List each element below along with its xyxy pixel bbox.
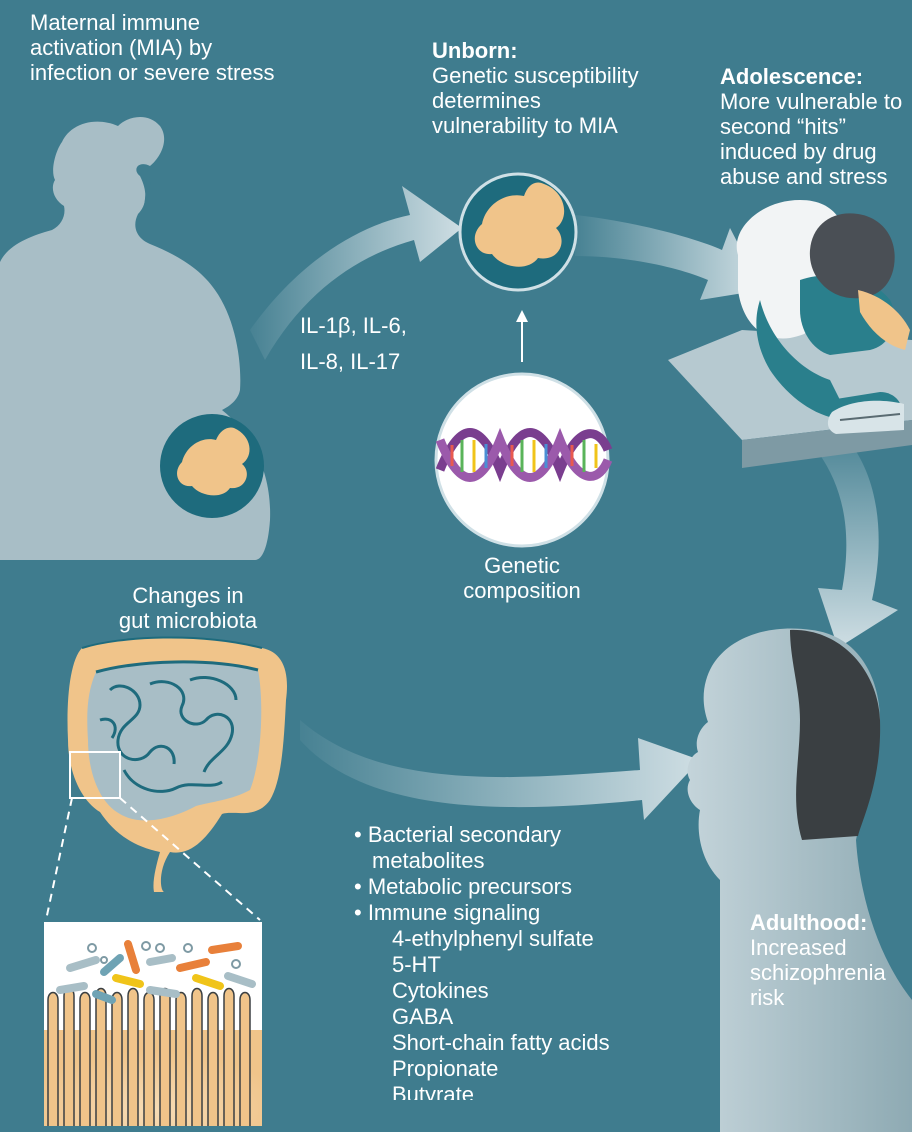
adolescence-line-4: abuse and stress bbox=[720, 164, 902, 189]
unborn-line-2: determines bbox=[432, 88, 639, 113]
unborn-title: Unborn: bbox=[432, 38, 639, 63]
gut-line-1: Changes in bbox=[88, 583, 288, 608]
cytokines-line-1: IL-1β, IL-6, bbox=[300, 308, 407, 344]
arrow-gut-to-adulthood bbox=[300, 720, 700, 820]
maternal-line-3: infection or severe stress bbox=[30, 60, 275, 85]
adolescence-label: Adolescence: More vulnerable to second “… bbox=[720, 64, 902, 189]
dna-circle bbox=[436, 374, 608, 546]
mechanism-item: Cytokines bbox=[354, 978, 610, 1004]
mechanism-item: GABA bbox=[354, 1004, 610, 1030]
genetic-to-unborn-arrow bbox=[516, 310, 528, 362]
mechanism-item: Short-chain fatty acids bbox=[354, 1030, 610, 1056]
adulthood-line-1: Increased bbox=[750, 935, 886, 960]
mechanism-bullet: • Bacterial secondary bbox=[354, 822, 610, 848]
unborn-line-3: vulnerability to MIA bbox=[432, 113, 639, 138]
maternal-activation-label: Maternal immune activation (MIA) by infe… bbox=[30, 10, 275, 85]
mechanism-item: Butyrate bbox=[354, 1082, 610, 1100]
adolescence-line-2: second “hits” bbox=[720, 114, 902, 139]
arrow-adolescence-to-adulthood bbox=[818, 440, 898, 648]
mechanism-bullet-cont: metabolites bbox=[354, 848, 610, 874]
cytokines-label: IL-1β, IL-6, IL-8, IL-17 bbox=[300, 308, 407, 380]
mechanism-item: Propionate bbox=[354, 1056, 610, 1082]
adulthood-line-2: schizophrenia bbox=[750, 960, 886, 985]
adolescence-line-1: More vulnerable to bbox=[720, 89, 902, 114]
adolescence-title: Adolescence: bbox=[720, 64, 902, 89]
mechanism-bullet: • Metabolic precursors bbox=[354, 874, 610, 900]
maternal-line-1: Maternal immune bbox=[30, 10, 275, 35]
genetic-composition-label: Genetic composition bbox=[462, 553, 582, 603]
pregnant-woman-silhouette bbox=[0, 117, 270, 560]
gut-line-2: gut microbiota bbox=[88, 608, 288, 633]
unborn-line-1: Genetic susceptibility bbox=[432, 63, 639, 88]
unborn-circle bbox=[460, 174, 576, 290]
intestine-icon bbox=[46, 637, 287, 920]
arrow-unborn-to-adolescence bbox=[575, 215, 762, 300]
mechanisms-list: • Bacterial secondary metabolites • Meta… bbox=[354, 822, 610, 1100]
teen-crouching-figure bbox=[668, 200, 912, 468]
adolescence-line-3: induced by drug bbox=[720, 139, 902, 164]
microbiota-closeup bbox=[44, 922, 262, 1130]
adulthood-label: Adulthood: Increased schizophrenia risk bbox=[750, 910, 886, 1010]
genetic-line-1: Genetic bbox=[462, 553, 582, 578]
mechanism-bullet: • Immune signaling bbox=[354, 900, 610, 926]
gut-microbiota-label: Changes in gut microbiota bbox=[88, 583, 288, 633]
adulthood-line-3: risk bbox=[750, 985, 886, 1010]
adulthood-title: Adulthood: bbox=[750, 910, 886, 935]
mechanism-item: 5-HT bbox=[354, 952, 610, 978]
maternal-line-2: activation (MIA) by bbox=[30, 35, 275, 60]
genetic-line-2: composition bbox=[462, 578, 582, 603]
adult-head-silhouette bbox=[688, 629, 912, 1132]
unborn-label: Unborn: Genetic susceptibility determine… bbox=[432, 38, 639, 138]
mechanism-item: 4-ethylphenyl sulfate bbox=[354, 926, 610, 952]
cytokines-line-2: IL-8, IL-17 bbox=[300, 344, 407, 380]
